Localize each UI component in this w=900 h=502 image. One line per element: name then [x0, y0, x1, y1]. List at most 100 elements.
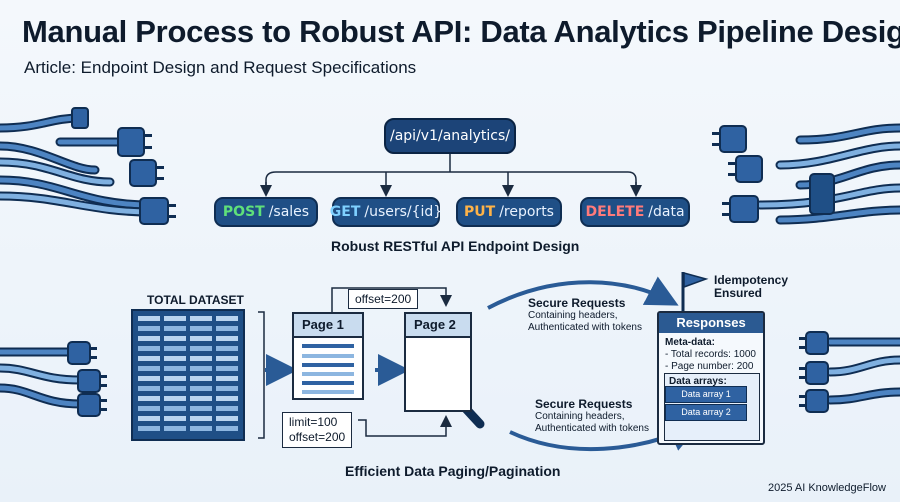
- dataset-cell: [138, 386, 160, 391]
- page-1-label: Page 1: [294, 314, 362, 338]
- right-bottom-plugs: [799, 331, 829, 413]
- page-title: Manual Process to Robust API: Data Analy…: [22, 14, 900, 49]
- dataset-cell: [138, 346, 160, 351]
- dataset-cell: [164, 316, 186, 321]
- dataset-bracket: [258, 311, 265, 439]
- dataset-cell: [190, 426, 212, 431]
- endpoint-post-sales: POST /sales: [214, 197, 318, 227]
- dataset-cell: [164, 336, 186, 341]
- dataset-cell: [138, 366, 160, 371]
- endpoint-delete-data: DELETE /data: [580, 197, 690, 227]
- offset-label-top: offset=200: [348, 289, 419, 309]
- dataset-cell: [138, 416, 160, 421]
- left-top-cable-bundle: [0, 113, 155, 217]
- responses-title: Responses: [659, 313, 763, 333]
- offset-param: offset=200: [289, 430, 346, 444]
- left-bottom-cable-bundle: [0, 347, 85, 409]
- page-2-card: Page 2: [404, 312, 472, 412]
- page-1-card: Page 1: [292, 312, 364, 400]
- dataset-cell: [190, 396, 212, 401]
- dataset-cell: [216, 416, 238, 421]
- dataset-cell: [216, 376, 238, 381]
- api-caption: Robust RESTful API Endpoint Design: [331, 238, 580, 254]
- meta-line: - Page number: 200: [665, 361, 754, 372]
- left-top-plugs: [71, 107, 176, 225]
- dataset-cell: [164, 376, 186, 381]
- dataset-cell: [138, 406, 160, 411]
- secure-requests-bottom: Secure Requests Containing headers, Auth…: [535, 397, 649, 435]
- idempotency-line: Idempotency: [714, 273, 789, 287]
- secure-line: Authenticated with tokens: [528, 322, 642, 333]
- meta-line: - Total records: 1000: [665, 349, 756, 360]
- method-get: GET: [329, 204, 361, 220]
- right-bottom-cable-bundle: [825, 337, 900, 405]
- secure-requests-top: Secure Requests Containing headers, Auth…: [528, 296, 642, 334]
- secure-line: Containing headers,: [535, 411, 625, 422]
- endpoint-path: /reports: [499, 204, 554, 220]
- dataset-cell: [138, 376, 160, 381]
- dataset-cell: [138, 356, 160, 361]
- page-2-label: Page 2: [406, 314, 470, 338]
- dataset-cell: [164, 416, 186, 421]
- page-subtitle: Article: Endpoint Design and Request Spe…: [24, 58, 417, 77]
- dataset-cell: [164, 426, 186, 431]
- dataset-cell: [164, 386, 186, 391]
- endpoint-path: /users/{id}: [364, 204, 443, 220]
- offset-connector: [331, 287, 452, 312]
- dataset-cell: [216, 316, 238, 321]
- params-connector: [358, 415, 452, 437]
- right-top-plugs: [712, 125, 835, 223]
- dataset-cell: [138, 316, 160, 321]
- secure-title: Secure Requests: [528, 296, 626, 310]
- dataset-cell: [216, 386, 238, 391]
- paging-params: limit=100 offset=200: [282, 412, 353, 448]
- data-array-2: Data array 2: [665, 404, 747, 421]
- dataset-cell: [164, 356, 186, 361]
- dataset-cell: [138, 326, 160, 331]
- dataset-cell: [164, 366, 186, 371]
- dataset-cell: [216, 356, 238, 361]
- idempotency-line: Ensured: [714, 286, 763, 300]
- dataset-cell: [216, 426, 238, 431]
- api-root-endpoint: /api/v1/analytics/: [384, 118, 516, 154]
- dataset-cell: [138, 426, 160, 431]
- dataset-cell: [216, 366, 238, 371]
- paging-caption: Efficient Data Paging/Pagination: [345, 463, 561, 479]
- footer-credit: 2025 AI KnowledgeFlow: [767, 482, 886, 494]
- secure-line: Authenticated with tokens: [535, 423, 649, 434]
- data-arrays-title: Data arrays:: [669, 376, 727, 387]
- idempotency-label: Idempotency Ensured: [714, 274, 788, 300]
- secure-request-arrow-top: [487, 276, 679, 310]
- responses-panel: Responses Meta-data: - Total records: 10…: [657, 311, 765, 445]
- dataset-cell: [216, 346, 238, 351]
- secure-line: Containing headers,: [528, 310, 618, 321]
- dataset-cell: [216, 336, 238, 341]
- dataset-cell: [190, 406, 212, 411]
- dataset-cell: [216, 396, 238, 401]
- dataset-label: TOTAL DATASET: [147, 293, 244, 307]
- method-delete: DELETE: [585, 204, 645, 220]
- dataset-cell: [190, 346, 212, 351]
- dataset-cell: [216, 406, 238, 411]
- dataset-cell: [138, 336, 160, 341]
- left-bottom-plugs: [67, 341, 107, 417]
- dataset-cell: [164, 396, 186, 401]
- dataset-cell: [216, 326, 238, 331]
- dataset-cell: [164, 346, 186, 351]
- dataset-cell: [190, 416, 212, 421]
- dataset-cell: [190, 386, 212, 391]
- method-post: POST: [222, 204, 265, 220]
- limit-param: limit=100: [289, 415, 338, 429]
- dataset-cell: [190, 326, 212, 331]
- flag-icon: [681, 272, 709, 312]
- meta-data-title: Meta-data:: [665, 337, 716, 348]
- right-top-cable-bundle: [755, 123, 900, 225]
- api-tree-connectors: [260, 154, 642, 197]
- endpoint-path: /data: [648, 204, 685, 220]
- endpoint-put-reports: PUT /reports: [456, 197, 562, 227]
- method-put: PUT: [464, 204, 496, 220]
- dataset-cell: [164, 326, 186, 331]
- dataset-cell: [190, 316, 212, 321]
- dataset-cell: [190, 366, 212, 371]
- dataset-grid-rows: [138, 316, 238, 431]
